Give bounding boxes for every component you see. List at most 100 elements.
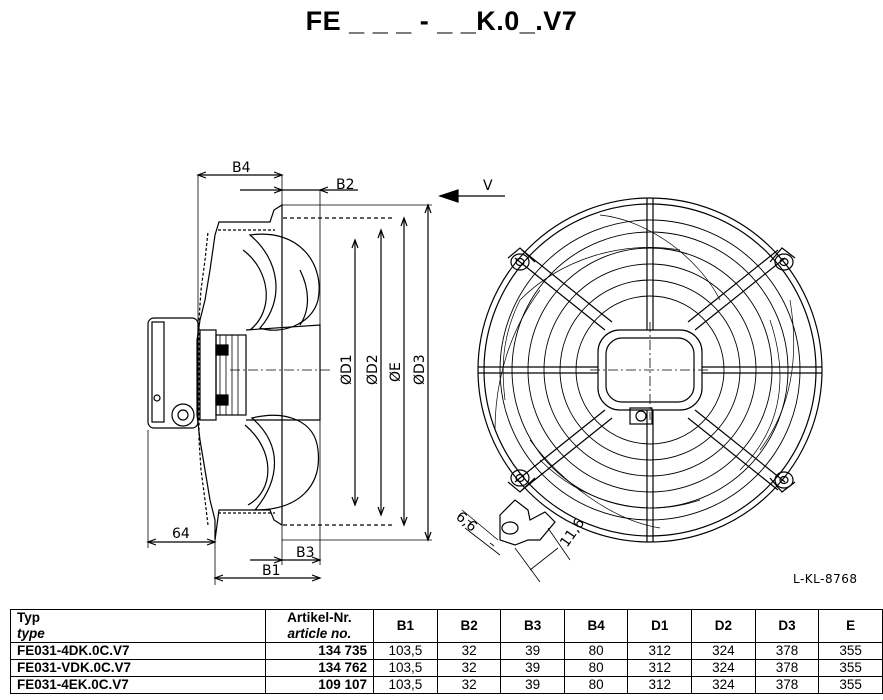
terminal-box [147, 317, 199, 429]
mounting-lug [507, 247, 536, 271]
cell-e: 355 [818, 676, 883, 694]
slot-hole [501, 521, 519, 535]
header-b4: B4 [563, 609, 629, 643]
b1-arrows [213, 574, 322, 582]
blade-contour [502, 247, 781, 509]
specification-table: Typ Artikel-Nr. B1 B2 B3 B4 D1 D2 D3 E t… [10, 609, 883, 694]
cell-d2: 324 [691, 659, 756, 677]
cell-b2: 32 [436, 642, 502, 660]
header-d2: D2 [691, 609, 756, 643]
airflow-arrow-icon [438, 189, 459, 203]
technical-drawing: B4 B2 B3 B1 64 V ØD1 ØD2 ØE ØD3 [146, 160, 823, 585]
grille-strut [646, 198, 654, 330]
d2-arrows [377, 228, 385, 517]
cell-b4: 80 [563, 642, 629, 660]
motor-flange [199, 329, 217, 421]
cell-b1: 103,5 [373, 642, 438, 660]
fan-blade [250, 414, 320, 511]
housing-inner-dashed [198, 231, 209, 526]
cell-b2: 32 [436, 676, 502, 694]
motor-fins [219, 335, 239, 415]
label-v: V [483, 178, 493, 194]
mounting-lug [769, 471, 796, 493]
grille-strut [687, 249, 786, 331]
cell-d3: 378 [754, 659, 820, 677]
header-d1: D1 [627, 609, 693, 643]
table-row: FE031-4EK.0C.V7 109 107 103,5 32 39 80 3… [10, 676, 883, 694]
grille-strut [700, 366, 822, 374]
cell-type: FE031-4EK.0C.V7 [10, 676, 266, 694]
grille-strut [687, 409, 786, 491]
hub-centre-lines [590, 322, 710, 420]
grille-ring [543, 263, 757, 477]
cell-d1: 312 [627, 676, 693, 694]
cell-article: 134 762 [264, 659, 375, 677]
cell-article: 109 107 [264, 676, 375, 694]
b4-arrows [196, 171, 284, 179]
label-e: ØE [388, 362, 404, 382]
cell-article: 134 735 [264, 642, 375, 660]
cell-e: 355 [818, 659, 883, 677]
terminal-box-lid [151, 321, 165, 423]
slot-dimension-6-6 [461, 509, 501, 556]
header-e: E [818, 609, 883, 643]
slot-detail [461, 499, 571, 583]
cell-b2: 32 [436, 659, 502, 677]
table-row: FE031-VDK.0C.V7 134 762 103,5 32 39 80 3… [10, 659, 883, 677]
rotor-hub [245, 324, 321, 421]
fan-blade-edge [244, 424, 269, 506]
label-b4: B4 [232, 160, 251, 176]
top-extension-lines [197, 175, 321, 325]
label-slot-width: 6,6 [452, 509, 479, 536]
grille-ring [483, 203, 817, 537]
label-d3: ØD3 [412, 354, 428, 385]
b2-arrows [273, 186, 329, 194]
label-64: 64 [172, 526, 190, 542]
grille-strut [646, 410, 654, 542]
header-type: type [10, 626, 266, 643]
grille-strut [514, 409, 613, 491]
drawing-title: FE _ _ _ - _ _K.0_.V7 [305, 6, 578, 36]
cell-type: FE031-4DK.0C.V7 [10, 642, 266, 660]
label-b2: B2 [336, 177, 355, 193]
header-b3: B3 [500, 609, 565, 643]
cell-b1: 103,5 [373, 676, 438, 694]
grille-ring [527, 247, 773, 493]
header-artikel: Artikel-Nr. [264, 609, 375, 626]
slot-bracket [499, 499, 556, 546]
cell-d2: 324 [691, 642, 756, 660]
cable-gland-front [629, 407, 653, 425]
cell-b3: 39 [500, 642, 565, 660]
cable-gland [171, 403, 195, 427]
d1-arrows [351, 238, 359, 507]
housing-outline [196, 203, 283, 541]
cell-b3: 39 [500, 676, 565, 694]
table-header-row: Typ Artikel-Nr. B1 B2 B3 B4 D1 D2 D3 E [10, 609, 883, 643]
grille-ring [477, 197, 823, 543]
cell-e: 355 [818, 642, 883, 660]
drawing-reference: L-KL-8768 [793, 572, 858, 586]
header-d3: D3 [754, 609, 820, 643]
cable-gland-front-nut [635, 410, 647, 422]
screw-icon [153, 394, 161, 402]
label-d1: ØD1 [339, 354, 355, 385]
header-b1: B1 [373, 609, 438, 643]
motor-body [215, 334, 247, 416]
mounting-lug [769, 247, 796, 271]
fan-blade [248, 233, 320, 331]
grille-ring [559, 279, 741, 461]
sixty-four-arrows [146, 538, 217, 546]
grille-ring [575, 295, 725, 445]
label-slot-length: 11,6 [557, 516, 588, 551]
nozzle-ring-dashed [283, 217, 395, 526]
header-b2: B2 [436, 609, 502, 643]
motor-clip [215, 394, 229, 406]
cell-type: FE031-VDK.0C.V7 [10, 659, 266, 677]
cell-d3: 378 [754, 676, 820, 694]
header-article-no: article no. [264, 626, 375, 643]
label-d2: ØD2 [365, 354, 381, 385]
b3-arrows [273, 556, 322, 564]
cell-b1: 103,5 [373, 659, 438, 677]
grille-strut [514, 249, 613, 331]
d3-extension-lines [282, 204, 432, 541]
